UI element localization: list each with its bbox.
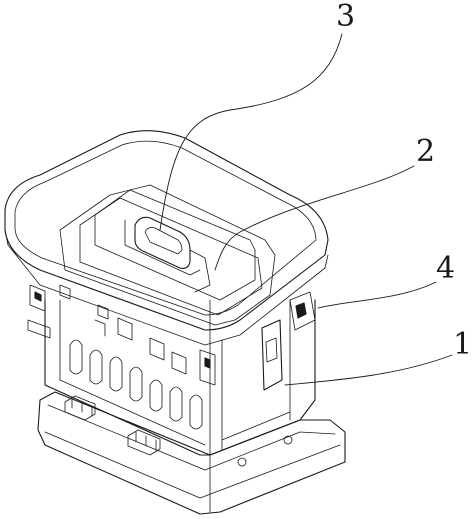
inner-frame: [59, 184, 276, 326]
callout-1: 1: [453, 327, 473, 362]
leader-2: [214, 165, 415, 271]
leader-4: [317, 281, 437, 309]
callout-3: 3: [336, 0, 356, 34]
base-plate: [37, 391, 346, 515]
carrier-handle: [124, 216, 211, 293]
callout-4: 4: [436, 251, 456, 286]
leader-3: [159, 33, 343, 231]
leader-lines: [159, 33, 453, 386]
front-latches: [27, 284, 216, 386]
side-latch: [261, 291, 316, 391]
outer-rim: [4, 130, 329, 346]
base-clips: [64, 395, 161, 456]
housing-slots: [69, 339, 203, 430]
leader-1: [284, 354, 453, 386]
callout-2: 2: [416, 134, 436, 169]
housing-body: [44, 299, 316, 467]
